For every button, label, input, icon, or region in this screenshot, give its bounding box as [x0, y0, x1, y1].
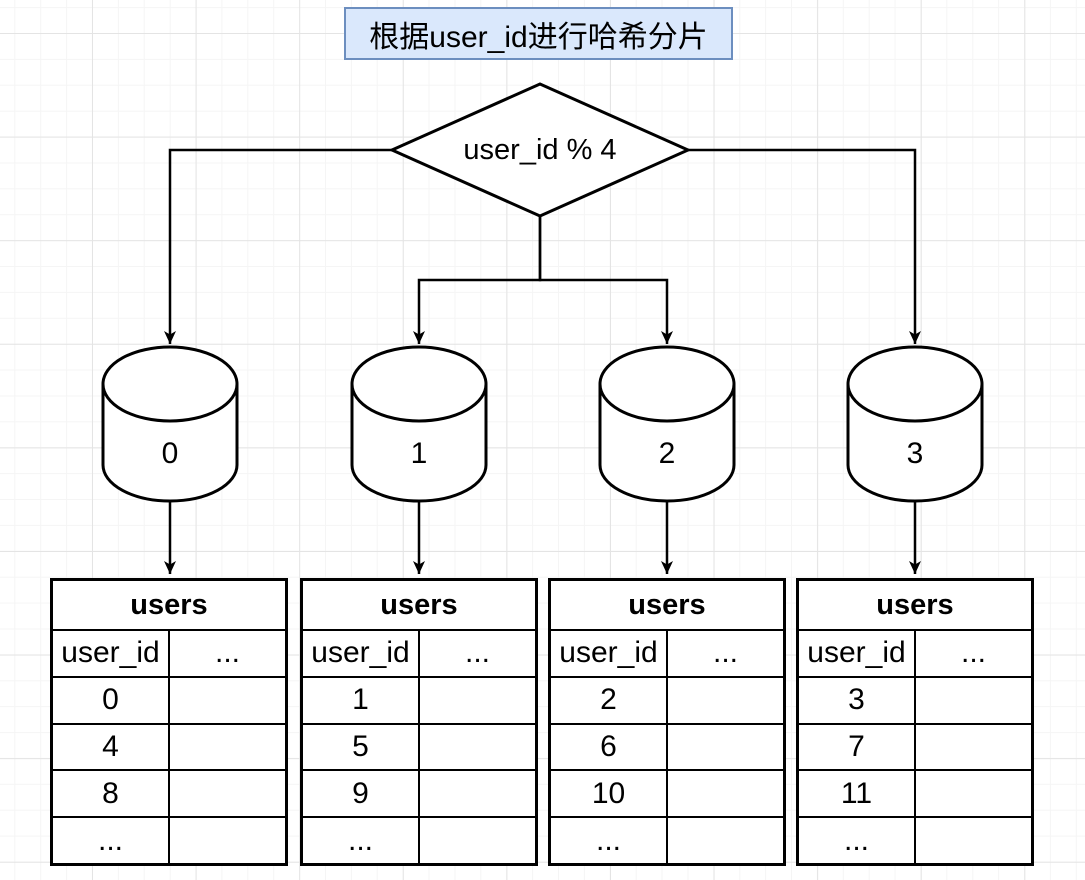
users-table-shard-0: users user_id ... 0 4 8 ... [50, 578, 288, 866]
decision-diamond-label: user_id % 4 [463, 133, 617, 166]
table-row: 10 [551, 771, 783, 819]
empty-cell [420, 818, 535, 863]
empty-cell [420, 725, 535, 770]
user-id-cell: 9 [303, 771, 420, 817]
table-row: ... [53, 818, 285, 863]
connector-diamond-to-db0 [164, 148, 392, 344]
diagram-title-label: 根据user_id进行哈希分片 [369, 20, 708, 54]
db-cylinder-0-label: 0 [161, 437, 179, 470]
table-row: ... [799, 818, 1031, 863]
user-id-cell: 0 [53, 677, 170, 723]
table-row: 2 [551, 677, 783, 725]
empty-cell [916, 678, 1031, 723]
user-id-cell: 6 [551, 724, 668, 770]
table-row: 5 [303, 724, 535, 772]
db-cylinder-3-label: 3 [906, 437, 924, 470]
user-id-cell: ... [799, 818, 916, 863]
column-header-user-id: user_id [551, 631, 668, 676]
user-id-cell: 10 [551, 771, 668, 817]
empty-cell [916, 725, 1031, 770]
table-row: ... [551, 818, 783, 863]
db-cylinder-2-label: 2 [658, 437, 676, 470]
user-id-cell: 3 [799, 677, 916, 723]
column-header-ellipsis: ... [214, 636, 240, 670]
user-id-cell: ... [551, 818, 668, 863]
user-id-cell: 8 [53, 771, 170, 817]
user-id-cell: 1 [303, 677, 420, 723]
db-cylinder-2 [598, 345, 736, 503]
table-title: users [53, 581, 285, 631]
users-table-shard-3: users user_id ... 3 7 11 ... [796, 578, 1034, 866]
user-id-cell: 11 [799, 771, 916, 817]
db-cylinder-1-label: 1 [410, 437, 428, 470]
table-row: 1 [303, 677, 535, 725]
column-header-ellipsis: ... [464, 636, 490, 670]
empty-cell [170, 818, 285, 863]
empty-cell [916, 818, 1031, 863]
db-cylinder-0 [101, 345, 239, 503]
table-row: 0 [53, 677, 285, 725]
user-id-cell: 2 [551, 677, 668, 723]
empty-cell [170, 725, 285, 770]
table-header-row: user_id ... [551, 631, 783, 678]
table-title: users [551, 581, 783, 631]
table-row: 7 [799, 724, 1031, 772]
connector-diamond-to-db2 [538, 216, 673, 344]
empty-cell [668, 771, 783, 816]
user-id-cell: ... [303, 818, 420, 863]
table-row: 4 [53, 724, 285, 772]
db-cylinder-1 [350, 345, 488, 503]
column-header-ellipsis: ... [960, 636, 986, 670]
table-header-row: user_id ... [303, 631, 535, 678]
empty-cell [916, 771, 1031, 816]
user-id-cell: 5 [303, 724, 420, 770]
users-table-shard-1: users user_id ... 1 5 9 ... [300, 578, 538, 866]
empty-cell [668, 678, 783, 723]
connector-diamond-to-db3 [688, 148, 921, 344]
user-id-cell: 7 [799, 724, 916, 770]
table-title: users [799, 581, 1031, 631]
table-row: 9 [303, 771, 535, 819]
empty-cell [170, 678, 285, 723]
diagram-title-box: 根据user_id进行哈希分片 [344, 7, 733, 60]
user-id-cell: 4 [53, 724, 170, 770]
empty-cell [170, 771, 285, 816]
connector-diamond-to-db1 [413, 216, 542, 344]
column-header-user-id: user_id [799, 631, 916, 676]
table-header-row: user_id ... [799, 631, 1031, 678]
decision-diamond-shape [388, 82, 692, 218]
column-header-ellipsis: ... [712, 636, 738, 670]
table-title: users [303, 581, 535, 631]
column-header-user-id: user_id [53, 631, 170, 676]
empty-cell [420, 678, 535, 723]
empty-cell [668, 725, 783, 770]
table-row: 11 [799, 771, 1031, 819]
table-row: 6 [551, 724, 783, 772]
empty-cell [668, 818, 783, 863]
users-table-shard-2: users user_id ... 2 6 10 ... [548, 578, 786, 866]
db-cylinder-3 [846, 345, 984, 503]
table-header-row: user_id ... [53, 631, 285, 678]
table-row: 3 [799, 677, 1031, 725]
empty-cell [420, 771, 535, 816]
user-id-cell: ... [53, 818, 170, 863]
table-row: 8 [53, 771, 285, 819]
column-header-user-id: user_id [303, 631, 420, 676]
table-row: ... [303, 818, 535, 863]
